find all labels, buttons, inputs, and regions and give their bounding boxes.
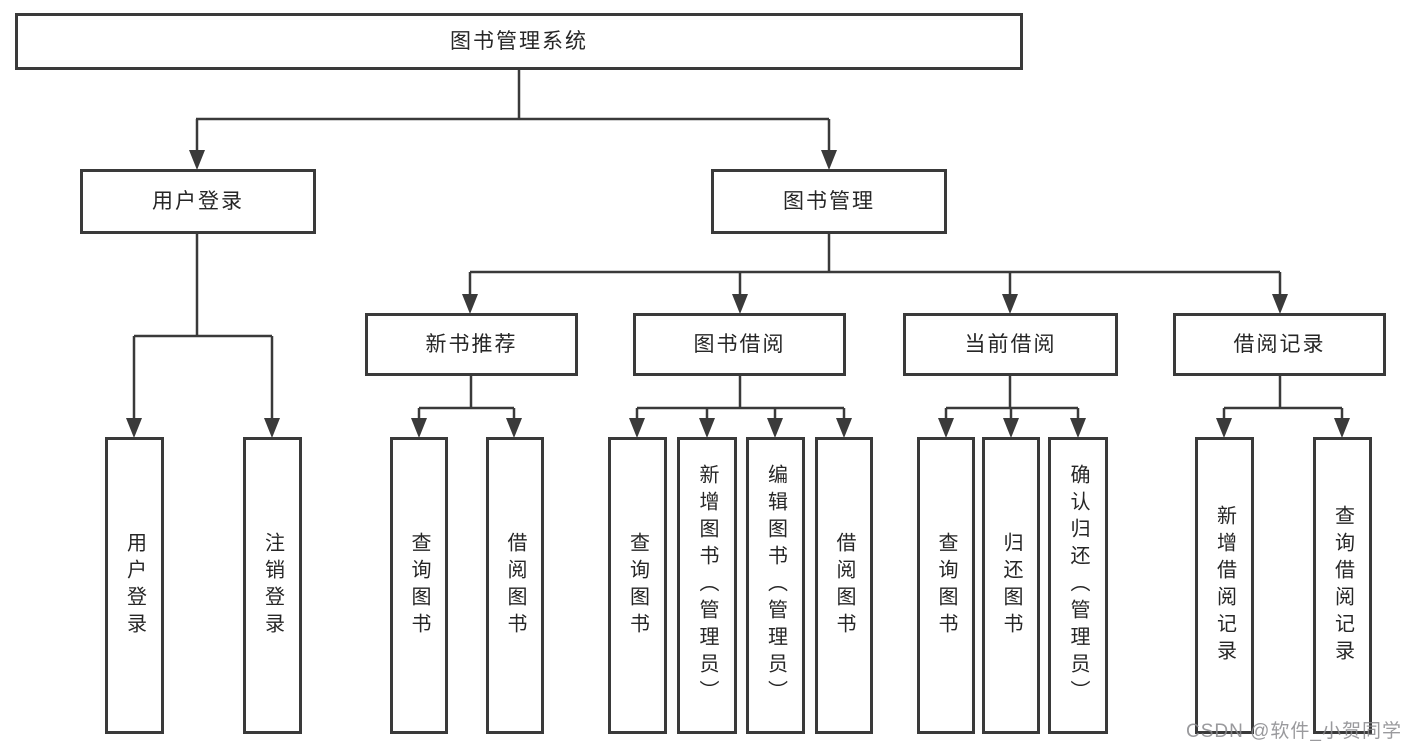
connector-new-book-recommend	[417, 376, 516, 420]
leaf-add-book-admin: 新增图书（管理员）	[677, 437, 737, 734]
connector-book-management	[468, 234, 1282, 296]
node-root: 图书管理系统	[15, 13, 1023, 70]
leaf-edit-book-admin: 编辑图书（管理员）	[746, 437, 805, 734]
node-borrow-records: 借阅记录	[1173, 313, 1386, 376]
leaf-query-books-borrow: 查询图书	[608, 437, 667, 734]
leaf-add-borrow-record: 新增借阅记录	[1195, 437, 1254, 734]
node-user-login: 用户登录	[80, 169, 316, 234]
leaf-borrow-books-recommend: 借阅图书	[486, 437, 544, 734]
arrowheads	[126, 150, 1350, 438]
leaf-borrow-books: 借阅图书	[815, 437, 873, 734]
watermark: CSDN @软件_小贺同学	[1186, 721, 1402, 742]
connector-book-borrow	[635, 376, 846, 420]
connector-user-login	[132, 234, 274, 420]
leaf-query-borrow-record: 查询借阅记录	[1313, 437, 1372, 734]
leaf-query-books-current: 查询图书	[917, 437, 975, 734]
connector-borrow-records	[1222, 376, 1344, 420]
node-book-borrow: 图书借阅	[633, 313, 846, 376]
connector-root	[195, 70, 831, 152]
leaf-user-login: 用户登录	[105, 437, 164, 734]
leaf-return-books: 归还图书	[982, 437, 1040, 734]
leaf-query-books-recommend: 查询图书	[390, 437, 448, 734]
connector-current-borrow	[944, 376, 1080, 420]
leaf-confirm-return-admin: 确认归还（管理员）	[1048, 437, 1108, 734]
node-new-book-recommend: 新书推荐	[365, 313, 578, 376]
node-book-management: 图书管理	[711, 169, 947, 234]
node-current-borrow: 当前借阅	[903, 313, 1118, 376]
leaf-logout: 注销登录	[243, 437, 302, 734]
